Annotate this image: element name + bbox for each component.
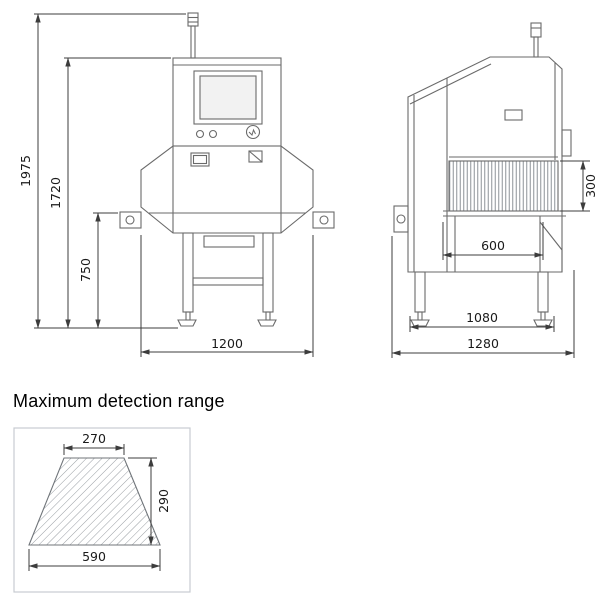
front-view: [119, 12, 335, 327]
detection-range-title: Maximum detection range: [13, 391, 225, 411]
base-frame: [177, 232, 277, 327]
detection-range-diagram: 270 290 590: [13, 427, 191, 593]
dim-range-bottom-width: 590: [82, 549, 106, 564]
dim-frame-depth: 1080: [466, 310, 498, 325]
brand-logo: [245, 124, 261, 140]
control-cabinet: [172, 57, 282, 147]
front-view-dimensions: 1975 1720 750 1200: [18, 13, 314, 357]
tunnel-curtain: [448, 156, 559, 212]
dim-tunnel-height: 300: [583, 174, 598, 198]
dim-overall-depth: 1280: [467, 336, 499, 351]
side-body: [407, 56, 572, 273]
dim-cabinet-height: 1720: [48, 177, 63, 209]
beacon-light-icon: [187, 12, 199, 59]
dim-total-height: 1975: [18, 155, 33, 187]
side-view-dimensions: 300 600 1080 1280: [391, 160, 598, 358]
beacon-light-icon-side: [530, 22, 542, 58]
dim-belt-height: 750: [78, 258, 93, 282]
side-view: [393, 22, 572, 327]
side-label-icon: [504, 109, 523, 121]
dim-range-top-width: 270: [82, 431, 106, 446]
dim-overall-width: 1200: [211, 336, 243, 351]
conveyor-ends: [119, 211, 335, 229]
dim-range-height: 290: [156, 489, 171, 513]
warning-label-icon: [248, 150, 263, 163]
detection-range-trapezoid: [28, 457, 161, 546]
inspection-hood: [140, 145, 314, 234]
dim-tunnel-width: 600: [481, 238, 505, 253]
detection-range-dimensions: 270 290 590: [28, 431, 171, 571]
side-conveyor: [393, 205, 566, 233]
